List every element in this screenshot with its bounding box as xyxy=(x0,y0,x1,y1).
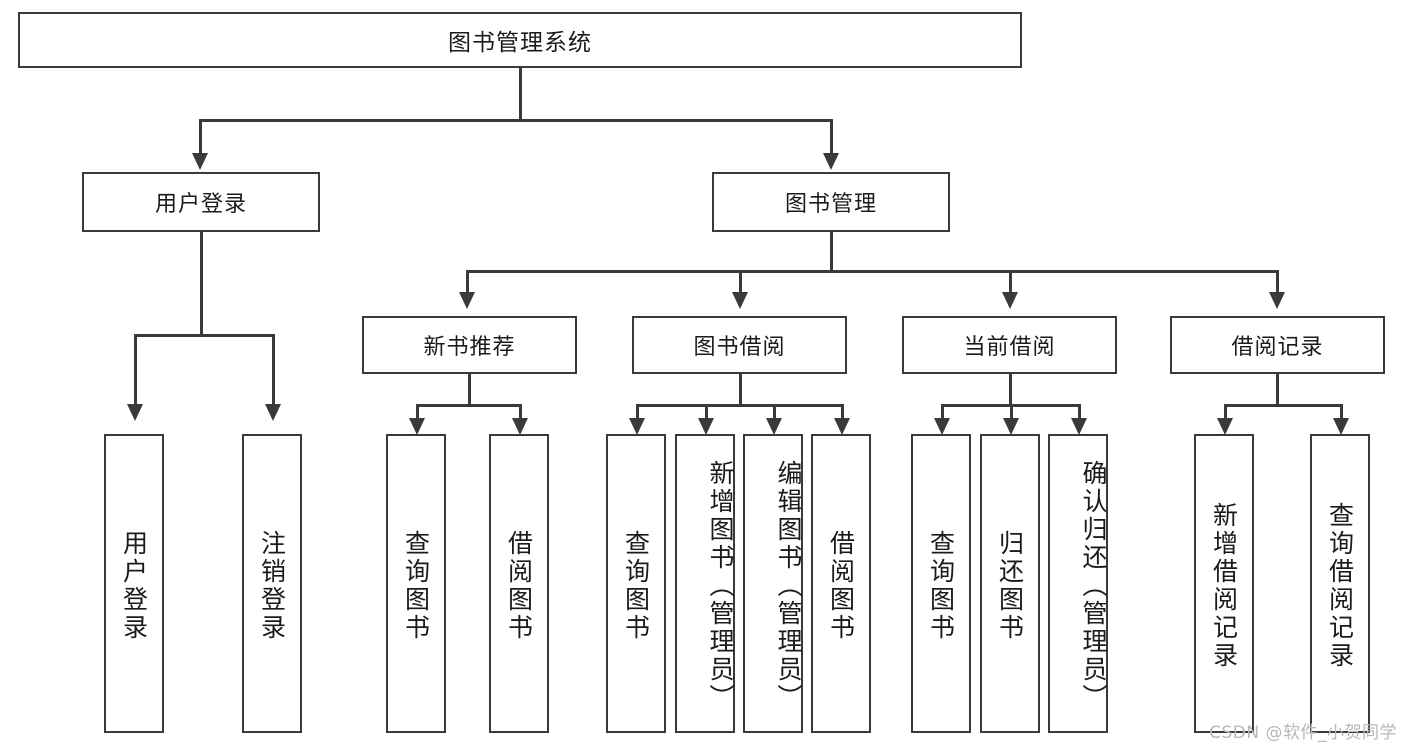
connector-br-to-leaf-1 xyxy=(1224,404,1227,420)
node-label: 确认归还（管理员） xyxy=(1079,459,1108,712)
connector-cb-to-leaf-3 xyxy=(1078,404,1081,420)
arrowhead-bm-to-new-book xyxy=(459,292,475,309)
connector-user-login-to-leaf-1 xyxy=(134,334,137,406)
connector-book-management-bus xyxy=(466,270,1278,273)
connector-book-management-stem xyxy=(830,232,833,272)
node-label: 新增图书（管理员） xyxy=(706,459,735,712)
connector-borrow-record-bus xyxy=(1224,404,1342,407)
node-label: 图书借阅 xyxy=(693,335,786,360)
node-label: 归还图书 xyxy=(995,529,1025,642)
connector-current-borrow-stem xyxy=(1009,374,1012,406)
connector-root-stem xyxy=(519,68,522,121)
arrowhead-new-book-to-leaf-2 xyxy=(512,418,528,435)
arrowhead-br-to-leaf-1 xyxy=(1217,418,1233,435)
node-label: 借阅图书 xyxy=(504,529,534,642)
leaf-current-borrow-query-book[interactable]: 查询图书 xyxy=(911,434,971,733)
node-label: 新书推荐 xyxy=(423,335,516,360)
connector-bb-to-leaf-3 xyxy=(773,404,776,420)
arrowhead-br-to-leaf-2 xyxy=(1333,418,1349,435)
arrowhead-user-login-to-leaf-1 xyxy=(127,404,143,421)
arrowhead-bb-to-leaf-3 xyxy=(766,418,782,435)
node-new-book-recommend[interactable]: 新书推荐 xyxy=(362,316,577,374)
node-label: 用户登录 xyxy=(154,192,247,217)
node-root-book-management-system[interactable]: 图书管理系统 xyxy=(18,12,1022,68)
connector-bm-to-current-borrow xyxy=(1009,270,1012,294)
node-label: 注销登录 xyxy=(257,529,287,642)
arrowhead-cb-to-leaf-3 xyxy=(1071,418,1087,435)
connector-user-login-to-leaf-2 xyxy=(272,334,275,406)
arrowhead-bm-to-current-borrow xyxy=(1002,292,1018,309)
connector-br-to-leaf-2 xyxy=(1340,404,1343,420)
connector-bm-to-new-book xyxy=(466,270,469,294)
arrowhead-bb-to-leaf-4 xyxy=(834,418,850,435)
node-label: 图书管理系统 xyxy=(448,30,592,56)
node-label: 当前借阅 xyxy=(963,335,1056,360)
connector-book-borrow-stem xyxy=(739,374,742,406)
leaf-book-borrow-add-book-admin[interactable]: 新增图书（管理员） xyxy=(675,434,735,733)
connector-new-book-to-leaf-2 xyxy=(519,404,522,420)
node-label: 查询图书 xyxy=(621,529,651,642)
leaf-borrow-record-query-record[interactable]: 查询借阅记录 xyxy=(1310,434,1370,733)
connector-user-login-stem xyxy=(200,232,203,336)
connector-new-book-to-leaf-1 xyxy=(416,404,419,420)
arrowhead-root-to-user-login xyxy=(192,153,208,170)
connector-root-to-user-login xyxy=(199,119,202,155)
leaf-borrow-record-add-record[interactable]: 新增借阅记录 xyxy=(1194,434,1254,733)
leaf-new-book-query-book[interactable]: 查询图书 xyxy=(386,434,446,733)
connector-bb-to-leaf-2 xyxy=(705,404,708,420)
connector-borrow-record-stem xyxy=(1276,374,1279,406)
arrowhead-bb-to-leaf-1 xyxy=(629,418,645,435)
node-label: 用户登录 xyxy=(119,529,149,642)
node-user-login[interactable]: 用户登录 xyxy=(82,172,320,232)
leaf-book-borrow-edit-book-admin[interactable]: 编辑图书（管理员） xyxy=(743,434,803,733)
connector-bb-to-leaf-4 xyxy=(841,404,844,420)
node-label: 查询图书 xyxy=(401,529,431,642)
node-label: 编辑图书（管理员） xyxy=(774,459,803,712)
arrowhead-cb-to-leaf-2 xyxy=(1003,418,1019,435)
node-label: 图书管理 xyxy=(784,192,877,217)
leaf-current-borrow-confirm-return-admin[interactable]: 确认归还（管理员） xyxy=(1048,434,1108,733)
arrowhead-bm-to-borrow-record xyxy=(1269,292,1285,309)
connector-root-bus xyxy=(199,119,832,122)
leaf-book-borrow-query-book[interactable]: 查询图书 xyxy=(606,434,666,733)
leaf-user-login-login[interactable]: 用户登录 xyxy=(104,434,164,733)
connector-cb-to-leaf-1 xyxy=(941,404,944,420)
arrowhead-new-book-to-leaf-1 xyxy=(409,418,425,435)
connector-book-borrow-bus xyxy=(636,404,843,407)
connector-user-login-bus xyxy=(134,334,274,337)
node-book-management[interactable]: 图书管理 xyxy=(712,172,950,232)
node-book-borrow[interactable]: 图书借阅 xyxy=(632,316,847,374)
connector-bb-to-leaf-1 xyxy=(636,404,639,420)
connector-bm-to-book-borrow xyxy=(739,270,742,294)
leaf-book-borrow-borrow-book[interactable]: 借阅图书 xyxy=(811,434,871,733)
connector-new-book-stem xyxy=(468,374,471,406)
leaf-new-book-borrow-book[interactable]: 借阅图书 xyxy=(489,434,549,733)
csdn-watermark: CSDN @软件_小贺同学 xyxy=(1209,723,1397,743)
node-borrow-record[interactable]: 借阅记录 xyxy=(1170,316,1385,374)
arrowhead-root-to-book-management xyxy=(823,153,839,170)
arrowhead-user-login-to-leaf-2 xyxy=(265,404,281,421)
node-label: 查询借阅记录 xyxy=(1325,501,1355,670)
connector-cb-to-leaf-2 xyxy=(1010,404,1013,420)
arrowhead-bm-to-book-borrow xyxy=(732,292,748,309)
node-current-borrow[interactable]: 当前借阅 xyxy=(902,316,1117,374)
node-label: 查询图书 xyxy=(926,529,956,642)
connector-new-book-bus xyxy=(416,404,521,407)
arrowhead-bb-to-leaf-2 xyxy=(698,418,714,435)
leaf-user-login-logout[interactable]: 注销登录 xyxy=(242,434,302,733)
node-label: 借阅图书 xyxy=(826,529,856,642)
connector-bm-to-borrow-record xyxy=(1276,270,1279,294)
arrowhead-cb-to-leaf-1 xyxy=(934,418,950,435)
node-label: 借阅记录 xyxy=(1231,335,1324,360)
connector-root-to-book-management xyxy=(830,119,833,155)
leaf-current-borrow-return-book[interactable]: 归还图书 xyxy=(980,434,1040,733)
node-label: 新增借阅记录 xyxy=(1209,501,1239,670)
